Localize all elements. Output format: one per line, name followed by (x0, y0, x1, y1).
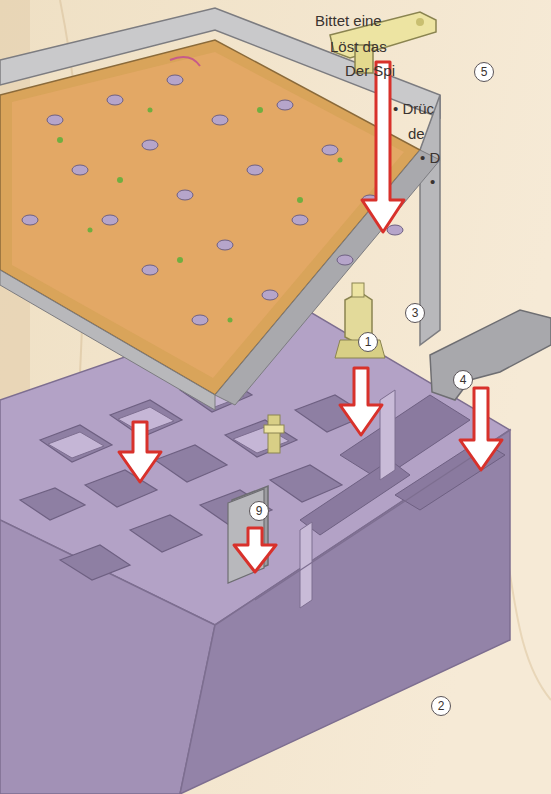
callout-number: 2 (431, 696, 451, 716)
callout-number: 9 (249, 501, 269, 521)
instruction-text: Bittet eine (315, 12, 382, 30)
direction-arrow (119, 62, 502, 572)
game-board (0, 8, 440, 410)
instruction-text: de (408, 125, 425, 143)
callout-number: 4 (453, 370, 473, 390)
instruction-text: • D (420, 149, 440, 167)
peg-piece (264, 415, 284, 453)
instruction-text: Löst das (330, 38, 387, 56)
instruction-text: Der Spi (345, 62, 395, 80)
peg-piece (335, 283, 385, 358)
callout-number: 1 (358, 332, 378, 352)
instruction-text: • (430, 173, 435, 191)
callout-number: 5 (474, 62, 494, 82)
card-piece (430, 310, 551, 400)
callout-number: 3 (405, 303, 425, 323)
instruction-text: • Drüc (393, 100, 434, 118)
